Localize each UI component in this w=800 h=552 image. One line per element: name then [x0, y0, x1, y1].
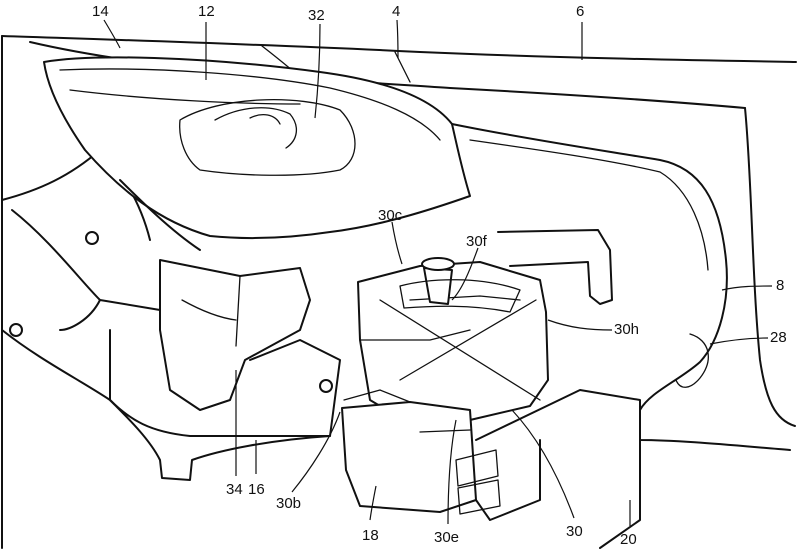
bracket-18 — [341, 401, 477, 513]
fender-apron — [451, 123, 791, 451]
label-30: 30 — [566, 523, 583, 540]
headlamp-housing — [43, 56, 471, 240]
support-16 — [109, 329, 341, 437]
apron-inner-line — [469, 139, 709, 271]
label-30h: 30h — [614, 321, 639, 338]
label-4: 4 — [392, 3, 400, 20]
left-frame — [11, 179, 201, 331]
label-14: 14 — [92, 3, 109, 20]
label-8: 8 — [776, 277, 784, 294]
label-30e: 30e — [434, 529, 459, 546]
label-30b: 30b — [276, 495, 301, 512]
bumper-lower-left — [1, 329, 331, 481]
bolt-center — [319, 379, 333, 393]
label-32: 32 — [308, 7, 325, 24]
washer-tank-30 — [357, 261, 549, 421]
bracket-34-edge — [181, 275, 241, 347]
label-28: 28 — [770, 329, 787, 346]
label-30f: 30f — [466, 233, 488, 250]
tank-diagonal-a — [379, 299, 541, 401]
bolt-left-upper — [85, 231, 99, 245]
apron-hole — [675, 333, 709, 388]
label-20: 20 — [620, 531, 637, 548]
apron-cutout — [497, 229, 613, 305]
fender-rear-edge — [744, 107, 796, 427]
bracket-34 — [159, 259, 311, 411]
tank-top-recess — [399, 279, 521, 313]
label-12: 12 — [198, 3, 215, 20]
label-30c: 30c — [378, 207, 403, 224]
frame-20-slots — [455, 449, 501, 515]
headlamp-inner-ring — [179, 99, 356, 176]
bracket-18-flange — [343, 389, 471, 433]
hood-outline — [1, 35, 797, 63]
headlamp-reflector — [214, 107, 297, 149]
label-16: 16 — [248, 481, 265, 498]
leader-lines — [103, 19, 773, 526]
label-18: 18 — [362, 527, 379, 544]
label-6: 6 — [576, 3, 584, 20]
label-34: 34 — [226, 481, 243, 498]
filler-cap — [421, 257, 455, 271]
bolt-left-lower — [9, 323, 23, 337]
headlamp-lens-lines — [59, 68, 441, 141]
